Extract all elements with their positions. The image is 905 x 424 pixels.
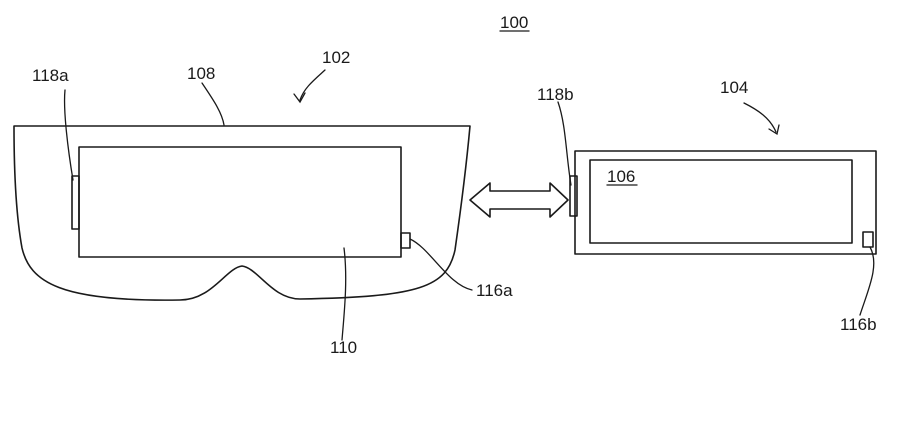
label-118a: 118a [32,66,69,85]
label-118b: 118b [537,85,574,104]
hmd-port [401,233,410,248]
leader-116a [410,239,472,290]
device-port [863,232,873,247]
label-116a: 116a [476,281,513,300]
leader-118b [558,102,571,185]
label-102: 102 [322,48,350,67]
leader-110 [342,248,346,340]
bidirectional-arrow-icon [470,183,568,217]
label-110: 110 [330,338,357,357]
pointer-arrowhead-104 [769,125,779,134]
label-116b: 116b [840,315,877,334]
hmd-display-panel [79,147,401,257]
hmd-connector [72,176,79,229]
leader-116b [860,247,874,315]
label-108: 108 [187,64,215,83]
label-104: 104 [720,78,748,97]
pointer-arrow-104 [744,103,776,132]
leader-118a [65,90,73,180]
label-106: 106 [607,167,635,186]
leader-108 [202,83,224,125]
label-100: 100 [500,13,528,32]
pointer-arrowhead-102 [294,93,305,102]
